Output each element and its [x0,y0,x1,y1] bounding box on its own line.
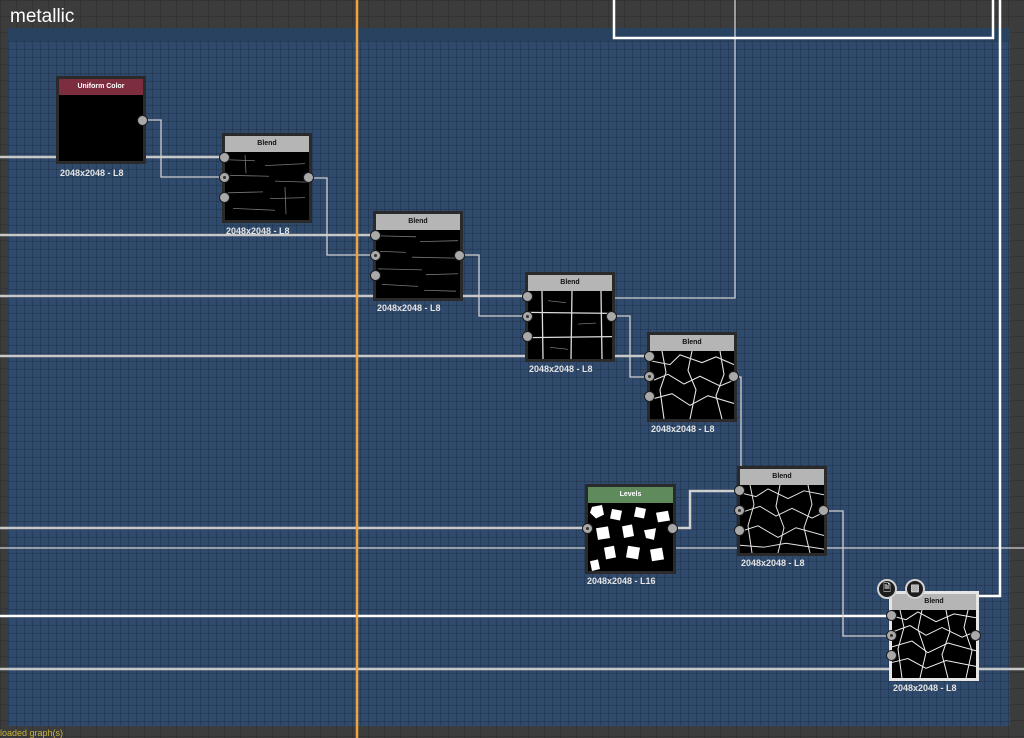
node-resolution: 2048x2048 - L8 [226,226,290,236]
node-thumbnail [376,230,460,298]
input-port-2[interactable] [886,630,897,641]
input-port-1[interactable] [219,152,230,163]
input-port-3[interactable] [522,331,533,342]
input-port-1[interactable] [734,485,745,496]
input-port-2[interactable] [370,250,381,261]
output-port[interactable] [606,311,617,322]
node-thumbnail [740,485,824,553]
node-thumbnail [892,610,976,678]
node-resolution: 2048x2048 - L8 [529,364,593,374]
input-port-3[interactable] [886,650,897,661]
input-port-2[interactable] [644,371,655,382]
input-port-2[interactable] [219,172,230,183]
node-resolution: 2048x2048 - L16 [587,576,656,586]
input-port-1[interactable] [522,291,533,302]
input-port-1[interactable] [644,351,655,362]
node-header: Blend [650,335,734,351]
node-resolution: 2048x2048 - L8 [741,558,805,568]
output-port[interactable] [303,172,314,183]
node-resolution: 2048x2048 - L8 [893,683,957,693]
input-port-2[interactable] [734,505,745,516]
input-port[interactable] [582,523,593,534]
node-header: Levels [588,487,673,503]
node-resolution: 2048x2048 - L8 [60,168,124,178]
node-header: Blend [740,469,824,485]
node-thumbnail [528,291,612,359]
output-port[interactable] [454,250,465,261]
output-port[interactable] [970,630,981,641]
input-port-1[interactable] [370,230,381,241]
status-text: loaded graph(s) [0,728,64,738]
node-thumbnail [588,503,673,571]
checker-icon[interactable]: ▩ [905,579,925,599]
input-port-2[interactable] [522,311,533,322]
node-thumbnail [650,351,734,419]
frame-metallic[interactable] [8,28,1010,726]
node-header: Blend [528,275,612,291]
node-header: Uniform Color [59,79,143,95]
frame-title: metallic [10,6,75,27]
output-port[interactable] [137,115,148,126]
output-port[interactable] [728,371,739,382]
node-resolution: 2048x2048 - L8 [651,424,715,434]
input-port-1[interactable] [886,610,897,621]
input-port-3[interactable] [370,270,381,281]
input-port-3[interactable] [734,525,745,536]
node-resolution: 2048x2048 - L8 [377,303,441,313]
node-thumbnail [225,152,309,220]
input-port-3[interactable] [219,192,230,203]
node-header: Blend [376,214,460,230]
output-port[interactable] [667,523,678,534]
output-port[interactable] [818,505,829,516]
input-port-3[interactable] [644,391,655,402]
document-icon[interactable]: 🗎 [877,579,897,599]
node-header: Blend [892,594,976,610]
node-header: Blend [225,136,309,152]
